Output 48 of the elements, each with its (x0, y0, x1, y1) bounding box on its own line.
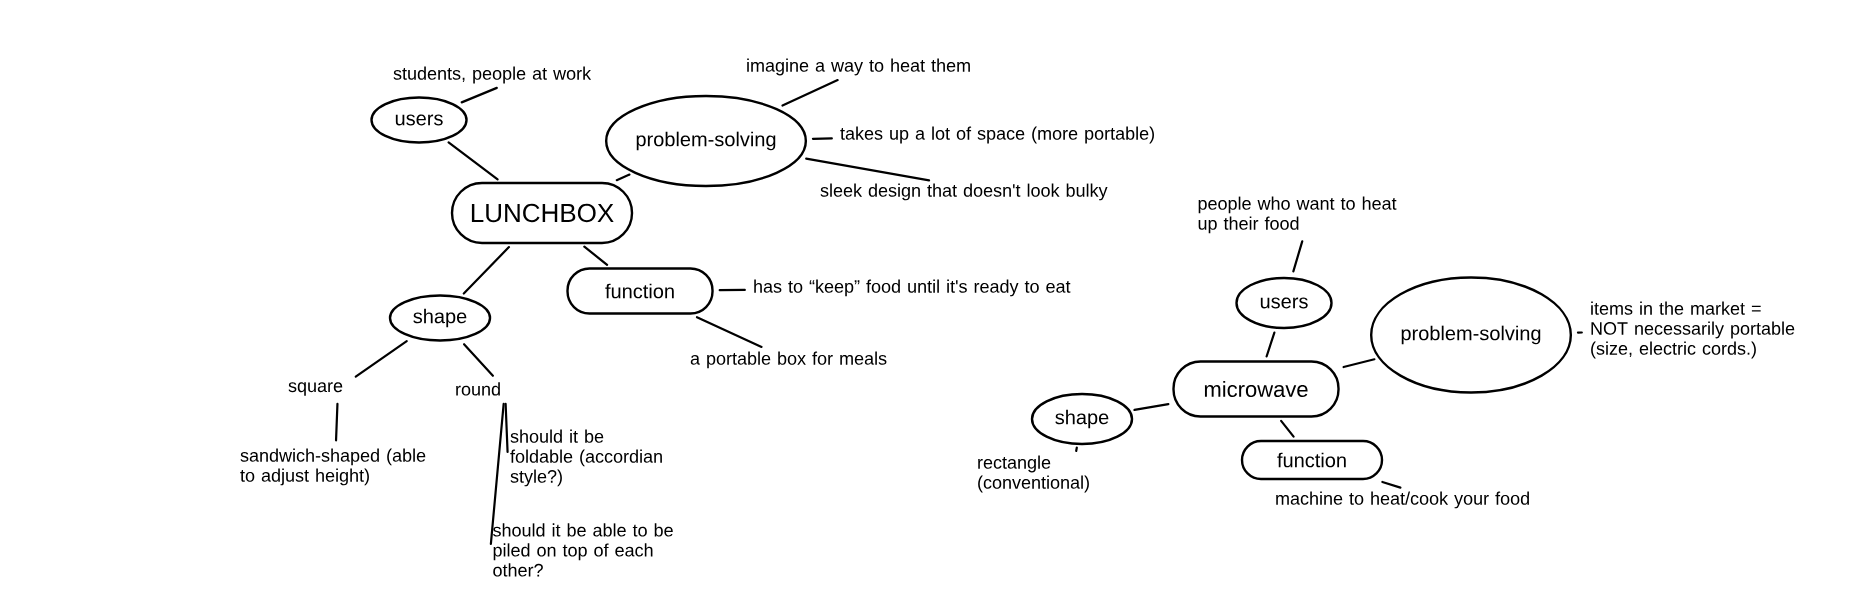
connector-line (805, 157, 931, 182)
note-text: should it be foldable (accordian style?) (510, 429, 662, 487)
connector-line (811, 137, 833, 140)
connector-line (718, 288, 746, 292)
connector-line (1576, 331, 1583, 334)
connector-line (447, 141, 499, 181)
connector-line (1342, 358, 1376, 369)
topic-bubble: function (1240, 439, 1384, 481)
connector-line (460, 86, 498, 104)
topic-bubble: LUNCHBOX (450, 181, 634, 245)
connector-line (489, 402, 505, 546)
connector-line (1265, 331, 1276, 358)
note-text: should it be able to be piled on top of each other? (493, 523, 673, 577)
connector-line (1292, 240, 1304, 273)
note-text: has to “keep” food until it's ready to eat (754, 279, 1071, 297)
topic-bubble: users (1235, 276, 1333, 330)
topic-bubble: users (370, 96, 468, 144)
note-text: rectangle (conventional) (978, 455, 1089, 493)
note-text: square (288, 382, 343, 396)
connector-line (1075, 446, 1078, 453)
note-text: students, people at work (393, 66, 592, 84)
connector-line (695, 316, 763, 348)
note-text: round (456, 382, 500, 396)
connector-line (462, 343, 494, 377)
topic-bubble: problem-solving (1370, 276, 1573, 394)
connector-line (462, 245, 511, 295)
note-text: items in the market = NOT necessarily portable (size, electric cords.) (1591, 301, 1795, 359)
connector-line (1280, 419, 1295, 438)
note-text: sleek design that doesn't look bulky (820, 183, 1108, 201)
topic-bubble: microwave (1172, 360, 1340, 418)
topic-bubble: function (566, 267, 714, 315)
topic-bubble: shape (388, 294, 492, 342)
note-text: imagine a way to heat them (747, 58, 970, 76)
note-text: people who want to heat up their food (1198, 196, 1397, 234)
connector-line (781, 79, 839, 107)
note-text: machine to heat/cook your food (1276, 491, 1529, 509)
connector-line (1133, 403, 1170, 412)
topic-bubble: shape (1030, 392, 1134, 446)
note-text: takes up a lot of space (more portable) (840, 126, 1154, 144)
connector-line (334, 402, 339, 442)
note-text: sandwich-shaped (able to adjust height) (240, 448, 426, 486)
connector-line (583, 245, 609, 266)
connector-line (1381, 480, 1402, 489)
topic-bubble: problem-solving (605, 94, 808, 188)
connector-line (354, 340, 408, 378)
connector-line (615, 173, 631, 182)
note-text: a portable box for meals (690, 351, 887, 369)
connector-line (504, 402, 509, 454)
